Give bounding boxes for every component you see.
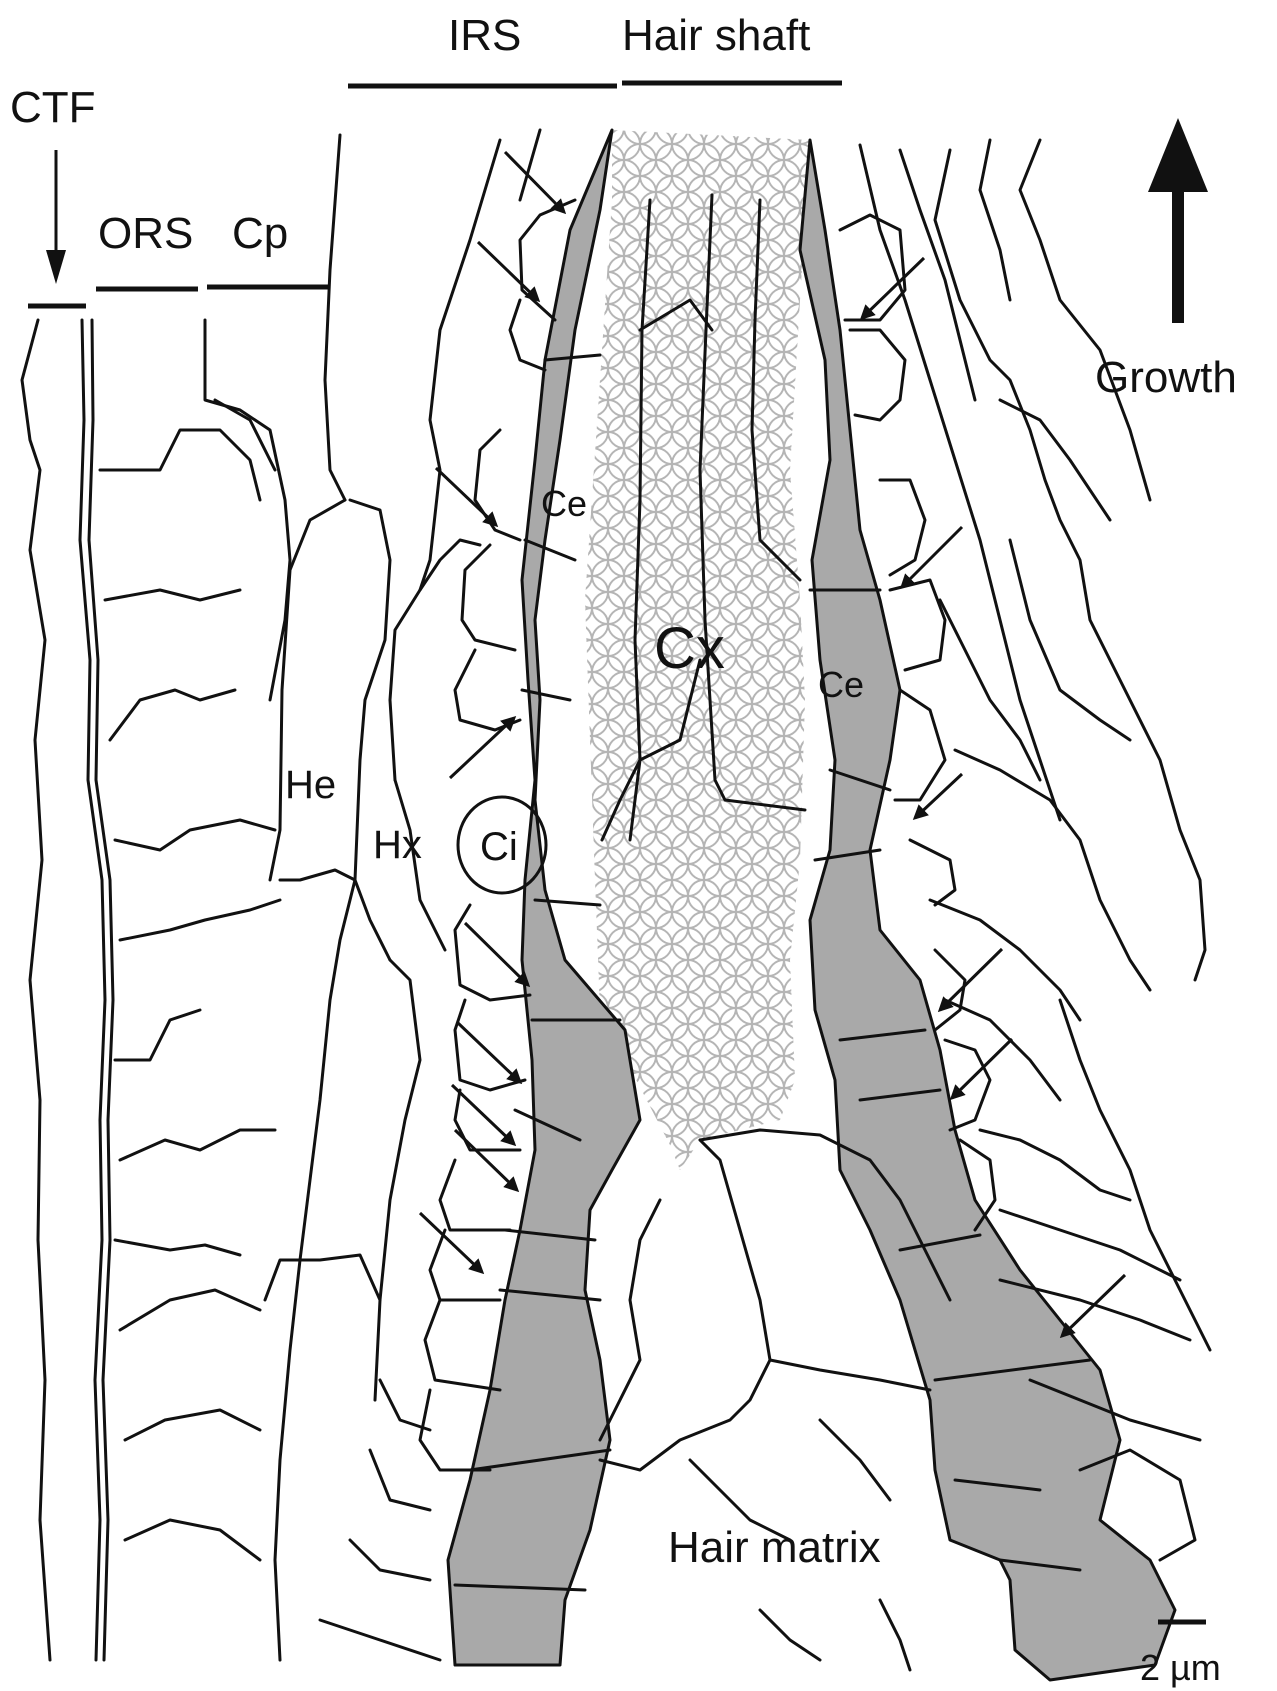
arrow-15 xyxy=(1062,1275,1125,1336)
arrow-9 xyxy=(420,1213,482,1272)
label-cx: Cx xyxy=(654,616,725,681)
growth-arrow xyxy=(1148,118,1208,323)
arrow-5 xyxy=(465,923,528,985)
ctf-arrow xyxy=(46,150,66,284)
label-cp: Cp xyxy=(232,209,288,258)
label-growth: Growth xyxy=(1095,353,1237,402)
label-he: He xyxy=(285,763,336,807)
label-ce-left: Ce xyxy=(541,483,587,524)
arrow-6 xyxy=(458,1023,520,1082)
label-hair-shaft: Hair shaft xyxy=(622,11,810,60)
arrow-13 xyxy=(940,949,1002,1010)
label-irs: IRS xyxy=(448,11,521,60)
label-hair-matrix: Hair matrix xyxy=(668,1523,881,1572)
label-ce-right: Ce xyxy=(818,664,864,705)
label-ctf: CTF xyxy=(10,83,96,132)
label-ci: Ci xyxy=(480,825,518,869)
arrow-11 xyxy=(902,527,962,587)
arrow-1 xyxy=(505,152,564,212)
arrow-3 xyxy=(436,468,496,525)
outer-sheath-lines xyxy=(22,130,540,1660)
label-scale: 2 µm xyxy=(1140,1647,1221,1688)
label-hx: Hx xyxy=(373,823,422,867)
label-ors: ORS xyxy=(98,209,193,258)
arrow-14 xyxy=(952,1039,1012,1098)
arrow-2 xyxy=(478,242,538,300)
